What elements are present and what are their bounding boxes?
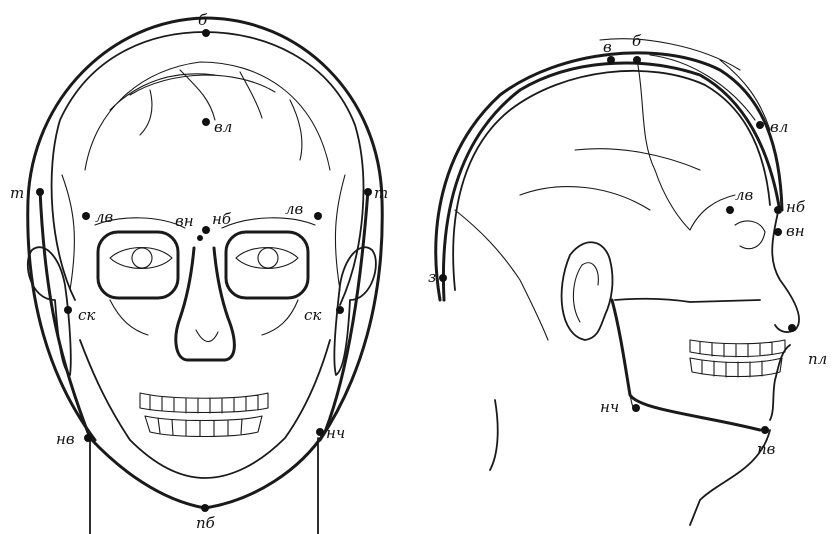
front-point-b xyxy=(202,29,210,37)
front-point-sk-right xyxy=(336,306,344,314)
front-label-nb: нб xyxy=(212,210,232,228)
front-label-lv-right: лв xyxy=(285,200,304,218)
side-label-v: в xyxy=(603,38,612,56)
front-nose-tip xyxy=(196,330,218,342)
front-label-t-right: т xyxy=(374,184,388,202)
side-neck xyxy=(490,400,770,525)
side-label-vn: вн xyxy=(786,222,805,240)
front-point-vn xyxy=(197,235,203,241)
front-label-nch: нч xyxy=(326,424,345,442)
front-right-orbit xyxy=(226,232,308,298)
side-point-vn xyxy=(774,228,782,236)
front-left-eye xyxy=(110,248,172,269)
side-lower-teeth xyxy=(690,358,782,377)
side-ear xyxy=(562,242,613,340)
front-right-eye xyxy=(236,248,298,269)
front-left-orbit xyxy=(98,232,178,298)
front-label-lv-left: лв xyxy=(95,208,114,226)
side-point-v xyxy=(607,56,615,64)
side-jaw-inner xyxy=(615,299,760,302)
front-cheek-lines xyxy=(110,300,298,335)
front-right-iris xyxy=(258,248,278,268)
front-point-sk-left xyxy=(64,306,72,314)
front-point-vl xyxy=(202,118,210,126)
side-label-b: б xyxy=(632,32,642,50)
side-view: в б вл лв нб вн з пл нч пв xyxy=(428,32,827,525)
front-point-nb xyxy=(202,226,210,234)
side-label-nch: нч xyxy=(600,398,619,416)
front-lower-teeth xyxy=(145,416,262,437)
side-point-b xyxy=(633,56,641,64)
front-label-nv: нв xyxy=(56,430,75,448)
front-point-lv-right xyxy=(314,212,322,220)
side-eye-socket xyxy=(735,221,765,249)
front-label-sk-left: ск xyxy=(78,306,95,324)
side-point-pv xyxy=(761,426,769,434)
front-point-t-left xyxy=(36,188,44,196)
side-label-vl: вл xyxy=(770,118,788,136)
side-point-vl xyxy=(756,121,764,129)
side-skull-sutures xyxy=(455,60,735,340)
front-label-pb: пб xyxy=(196,514,216,532)
side-point-pl xyxy=(788,324,796,332)
side-point-z xyxy=(439,274,447,282)
front-point-lv-left xyxy=(82,212,90,220)
front-view: б вл т т лв лв вн нб ск ск нв нч пб xyxy=(10,11,388,534)
side-upper-teeth xyxy=(690,340,785,357)
side-ear-inner xyxy=(573,263,598,322)
side-label-z: з xyxy=(428,268,436,286)
front-point-pb xyxy=(201,504,209,512)
front-label-b: б xyxy=(198,11,208,29)
side-label-nb: нб xyxy=(786,198,806,216)
front-label-t-left: т xyxy=(10,184,24,202)
front-left-iris xyxy=(132,248,152,268)
side-point-nch xyxy=(632,404,640,412)
side-label-pl: пл xyxy=(808,350,827,368)
front-label-vl: вл xyxy=(214,118,232,136)
side-outer-head-contour xyxy=(436,53,782,300)
side-point-nb xyxy=(774,206,782,214)
front-point-nv xyxy=(84,434,92,442)
side-face-profile xyxy=(770,212,799,420)
front-point-nch xyxy=(316,428,324,436)
front-hair xyxy=(85,62,330,170)
front-upper-teeth xyxy=(140,393,268,413)
side-label-pv: пв xyxy=(757,440,776,458)
side-point-lv xyxy=(726,206,734,214)
side-inner-head-contour xyxy=(453,71,770,290)
side-label-lv: лв xyxy=(735,186,754,204)
front-label-vn: вн xyxy=(175,212,194,230)
front-label-sk-right: ск xyxy=(304,306,321,324)
front-point-t-right xyxy=(364,188,372,196)
